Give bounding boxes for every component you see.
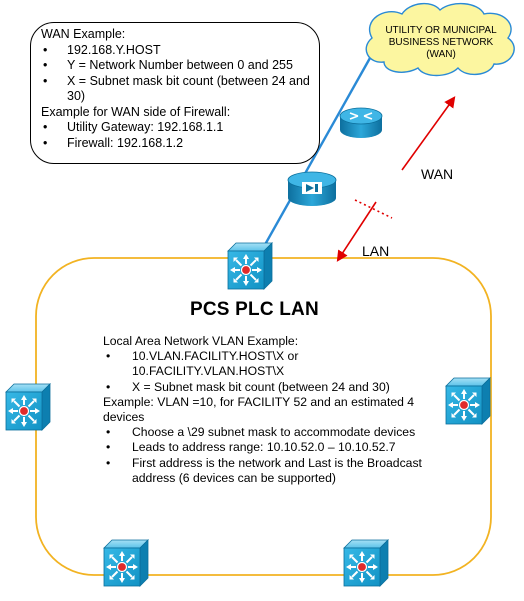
- bottom-left-switch-icon: [103, 539, 149, 587]
- wan-example-title: WAN Example:: [41, 27, 126, 41]
- wan-arrow: [401, 96, 456, 171]
- bottom-right-switch-icon: [343, 539, 389, 587]
- router-icon: [339, 107, 383, 138]
- lan-example-text: Local Area Network VLAN Example: 10.VLAN…: [103, 334, 433, 486]
- lan-steps-list: Choose a \29 subnet mask to accommodate …: [103, 425, 433, 486]
- wan-label: WAN: [421, 166, 454, 182]
- list-item: X = Subnet mask bit count (between 24 an…: [43, 74, 311, 105]
- wan-example-box: WAN Example: 192.168.Y.HOST Y = Network …: [30, 22, 320, 164]
- utility-label-line: BUSINESS NETWORK: [388, 37, 494, 48]
- utility-network-label: UTILITY OR MUNICIPAL BUSINESS NETWORK (W…: [372, 25, 510, 61]
- utility-label-line: (WAN): [426, 49, 456, 60]
- lan-example-title: Local Area Network VLAN Example:: [103, 334, 299, 348]
- core-switch-icon: [227, 242, 273, 290]
- list-item: 10.VLAN.FACILITY.HOST\X or 10.FACILITY.V…: [106, 349, 433, 379]
- wan-example-subtitle: Example for WAN side of Firewall:: [41, 104, 231, 119]
- boundary-dotted-line: [354, 199, 393, 219]
- wan-example-list: 192.168.Y.HOST Y = Network Number betwee…: [41, 43, 311, 105]
- wan-firewall-list: Utility Gateway: 192.168.1.1 Firewall: 1…: [41, 120, 311, 151]
- lan-title: PCS PLC LAN: [190, 299, 319, 320]
- list-item: Leads to address range: 10.10.52.0 – 10.…: [106, 440, 433, 455]
- lan-arrow: [336, 201, 377, 262]
- lan-label: LAN: [362, 243, 390, 259]
- list-item: Utility Gateway: 192.168.1.1: [43, 120, 311, 136]
- list-item: 192.168.Y.HOST: [43, 43, 311, 59]
- lan-format-list: 10.VLAN.FACILITY.HOST\X or 10.FACILITY.V…: [103, 349, 433, 395]
- list-item: Choose a \29 subnet mask to accommodate …: [106, 425, 433, 440]
- list-item: Firewall: 192.168.1.2: [43, 136, 311, 152]
- utility-label-line: UTILITY OR MUNICIPAL: [385, 25, 497, 36]
- list-item: First address is the network and Last is…: [106, 456, 433, 486]
- lan-example-line: Example: VLAN =10, for FACILITY 52 and a…: [103, 394, 415, 425]
- uplink-line: [260, 57, 372, 251]
- list-item: X = Subnet mask bit count (between 24 an…: [106, 380, 433, 395]
- list-item: Y = Network Number between 0 and 255: [43, 58, 311, 74]
- cloud-icon: [365, 3, 515, 77]
- firewall-icon: [287, 171, 337, 206]
- left-switch-icon: [5, 383, 51, 431]
- right-switch-icon: [445, 377, 491, 425]
